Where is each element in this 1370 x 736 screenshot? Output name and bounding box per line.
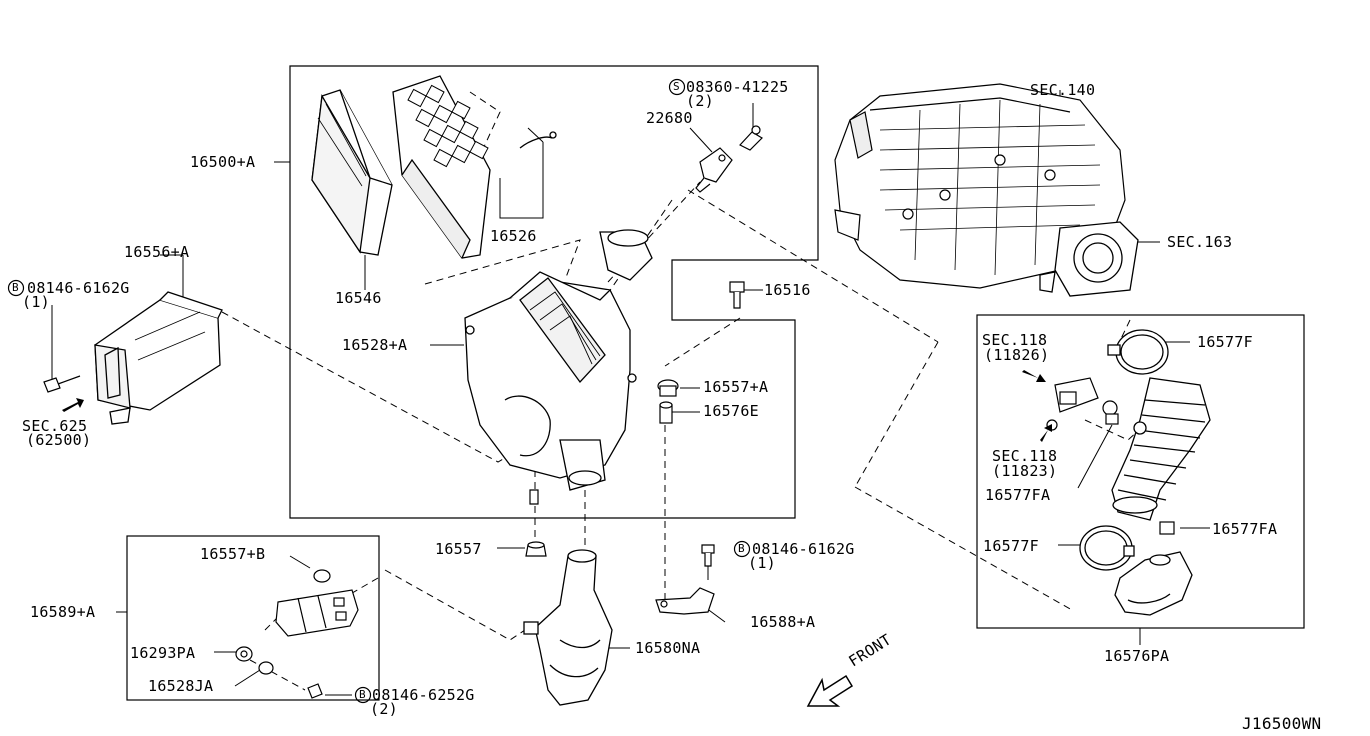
front-arrow-icon bbox=[806, 674, 854, 707]
label-sec118-top: SEC.118 bbox=[982, 331, 1048, 349]
label-16557B: 16557+B bbox=[200, 545, 266, 563]
label-16528JA: 16528JA bbox=[148, 677, 214, 695]
bracket-16588A bbox=[655, 544, 715, 615]
throttle-body bbox=[1039, 221, 1139, 297]
air-filter-element bbox=[311, 89, 393, 256]
label-08146-bot-qty: (2) bbox=[370, 700, 398, 718]
label-08146-mid-qty: (1) bbox=[748, 554, 776, 572]
air-duct-16556A bbox=[94, 291, 223, 425]
arrows-sec118 bbox=[1022, 370, 1052, 442]
clamp-16577F-bottom bbox=[1079, 525, 1135, 571]
bolt-08146-top bbox=[43, 375, 81, 393]
label-16528A: 16528+A bbox=[342, 336, 408, 354]
clip-16577FA bbox=[1105, 413, 1175, 535]
mass-air-flow-sensor bbox=[695, 125, 763, 193]
label-sec140: SEC.140 bbox=[1030, 81, 1096, 99]
label-sec118-bottom-sub: (11823) bbox=[992, 462, 1058, 480]
label-16500A: 16500+A bbox=[190, 153, 256, 171]
label-16577FA-left: 16577FA bbox=[985, 486, 1051, 504]
frame-main bbox=[289, 65, 819, 519]
label-16589A: 16589+A bbox=[30, 603, 96, 621]
label-16580NA: 16580NA bbox=[635, 639, 701, 657]
label-16516: 16516 bbox=[764, 281, 811, 299]
diagram-code: J16500WN bbox=[1242, 714, 1322, 733]
label-16576PA: 16576PA bbox=[1104, 647, 1170, 665]
label-sec118-top-sub: (11826) bbox=[984, 346, 1050, 364]
label-22680: 22680 bbox=[646, 109, 693, 127]
air-cleaner-cover bbox=[392, 75, 557, 259]
bolt-16516 bbox=[729, 281, 745, 309]
label-16588A: 16588+A bbox=[750, 613, 816, 631]
circled-b-icon-bot bbox=[354, 686, 372, 704]
label-16546: 16546 bbox=[335, 289, 382, 307]
label-08146-6162G-top: 08146-6162G bbox=[27, 279, 130, 297]
resonator-16576PA bbox=[1114, 551, 1193, 616]
bracket-16589A bbox=[235, 569, 359, 699]
circled-s-icon bbox=[668, 78, 686, 96]
label-16577F-bottom: 16577F bbox=[983, 537, 1039, 555]
resonator bbox=[523, 549, 613, 706]
frame-lower-left bbox=[126, 535, 380, 701]
label-sec118-bottom: SEC.118 bbox=[992, 447, 1058, 465]
label-16526: 16526 bbox=[490, 227, 537, 245]
collar-16576E bbox=[659, 401, 673, 424]
grommet-16557 bbox=[525, 489, 547, 557]
label-16557A: 16557+A bbox=[703, 378, 769, 396]
label-16293PA: 16293PA bbox=[130, 644, 196, 662]
symbol-b-letter-mid: B bbox=[738, 542, 745, 555]
circled-symbols bbox=[7, 78, 751, 704]
symbol-b-letter-bot: B bbox=[359, 688, 366, 701]
label-16576E: 16576E bbox=[703, 402, 759, 420]
label-08146-top-qty: (1) bbox=[22, 293, 50, 311]
label-08360-qty: (2) bbox=[686, 92, 714, 110]
clamp-16577F-top bbox=[1107, 329, 1169, 375]
circled-b-icon-top bbox=[7, 279, 25, 297]
grommet-16557A bbox=[657, 379, 679, 397]
label-16556A: 16556+A bbox=[124, 243, 190, 261]
label-08146-6162G-mid: 08146-6162G bbox=[752, 540, 855, 558]
label-16557: 16557 bbox=[435, 540, 482, 558]
label-08360-41225: 08360-41225 bbox=[686, 78, 789, 96]
label-sec163: SEC.163 bbox=[1167, 233, 1233, 251]
arrow-sec625 bbox=[62, 398, 84, 412]
air-cleaner-body bbox=[464, 229, 653, 491]
symbol-b-letter-top: B bbox=[12, 281, 19, 294]
label-sec625-sub: (62500) bbox=[26, 431, 92, 449]
sensor-sec118 bbox=[1046, 377, 1118, 431]
symbol-s-letter: S bbox=[673, 80, 680, 93]
air-hose bbox=[1111, 377, 1211, 521]
label-08146-6252G: 08146-6252G bbox=[372, 686, 475, 704]
label-sec625: SEC.625 bbox=[22, 417, 88, 435]
circled-b-icon-mid bbox=[733, 540, 751, 558]
label-16577FA-right: 16577FA bbox=[1212, 520, 1278, 538]
label-16577F-top: 16577F bbox=[1197, 333, 1253, 351]
